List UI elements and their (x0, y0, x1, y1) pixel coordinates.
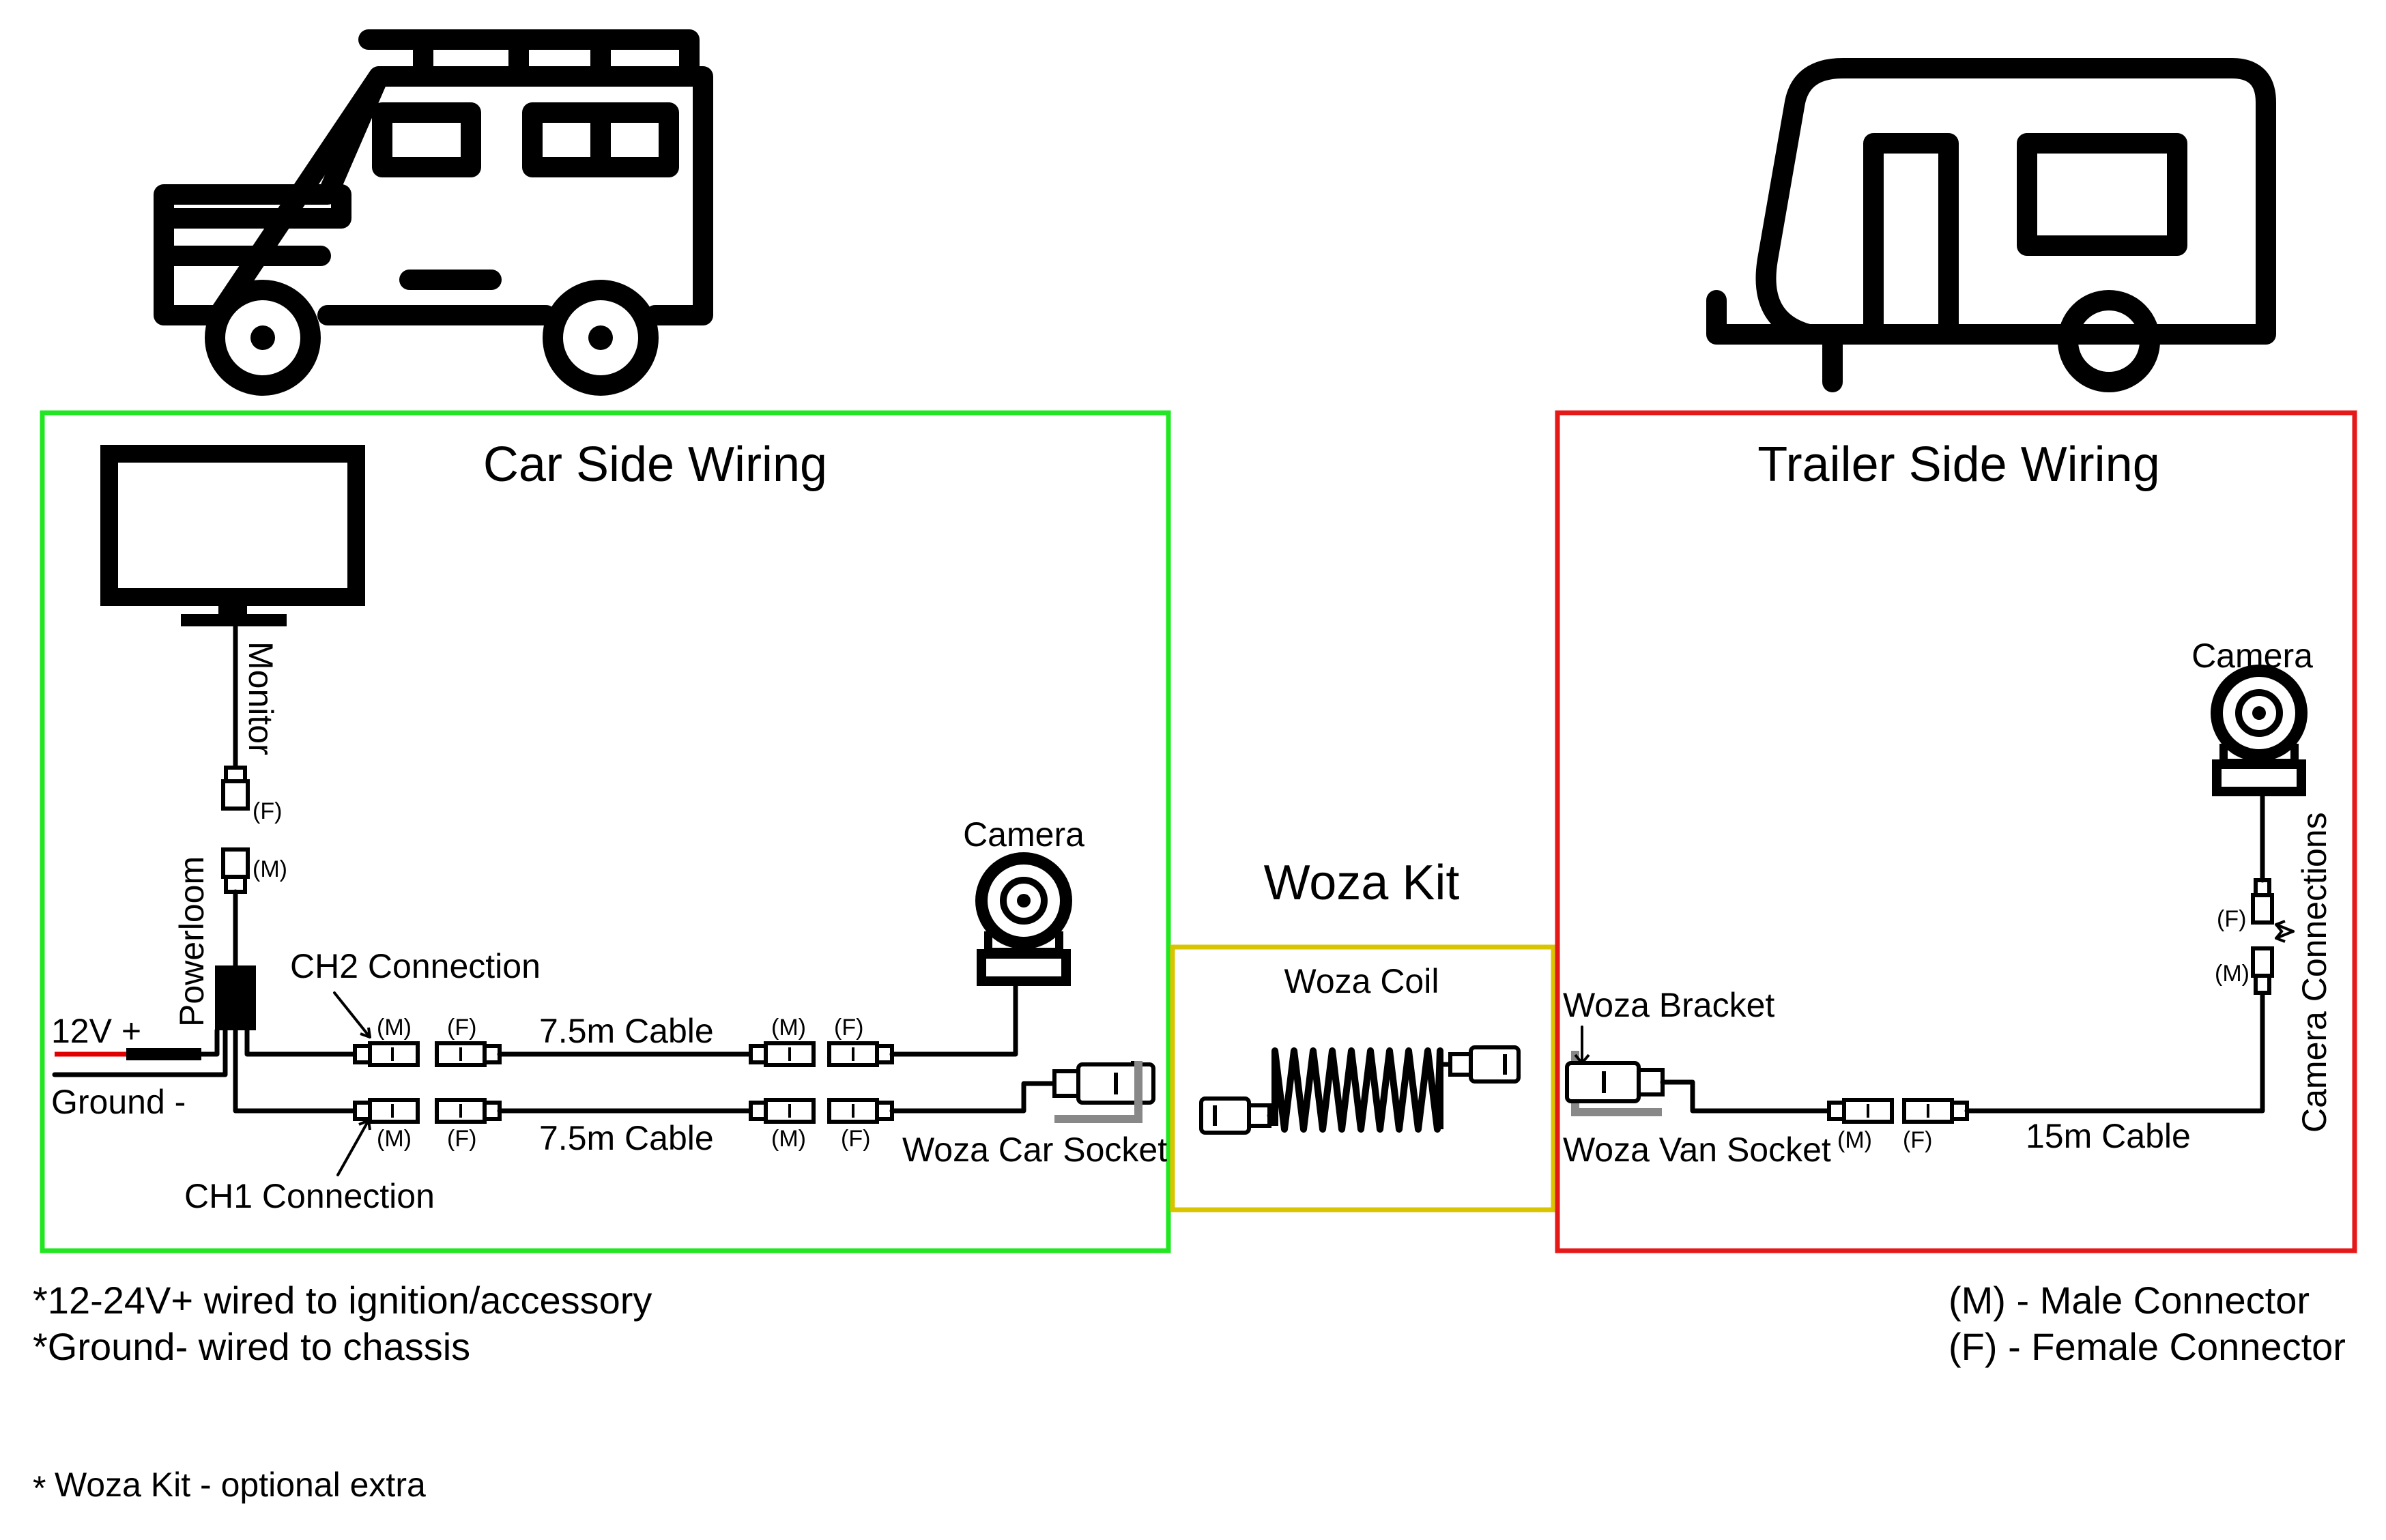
trailer-male-mark: (M) (1837, 1127, 1872, 1153)
car-camera-icon (975, 852, 1072, 986)
trailer-cable-label: 15m Cable (2026, 1117, 2191, 1155)
trailer-camera-label: Camera (2191, 637, 2313, 675)
ch1-female-mark: (F) (447, 1126, 476, 1152)
bottom-cable-label: 7.5m Cable (539, 1119, 714, 1157)
camera-connections-label: Camera Connections (2295, 812, 2333, 1133)
ch1-male-mark: (M) (377, 1126, 412, 1152)
top-cable-female-mark: (F) (834, 1015, 863, 1041)
ch2-connection-label: CH2 Connection (290, 947, 541, 985)
camera-female-mark: (F) (2217, 906, 2246, 932)
bottom-cable-female-mark: (F) (841, 1126, 870, 1152)
car-side-title: Car Side Wiring (483, 437, 827, 492)
monitor-female-connector (221, 766, 250, 811)
footer-star: * (33, 1469, 46, 1507)
ch1-female-connector (435, 1098, 502, 1124)
note-power: *12-24V+ wired to ignition/accessory (33, 1279, 652, 1322)
ch2-male-connector (353, 1041, 420, 1067)
monitor-label: Monitor (242, 641, 280, 755)
woza-kit-box (1170, 944, 1556, 1212)
note-male: (M) - Male Connector (1949, 1279, 2310, 1322)
top-cable-label: 7.5m Cable (539, 1012, 714, 1050)
woza-kit-title: Woza Kit (1264, 856, 1460, 910)
top-cable-male-connector (749, 1041, 816, 1067)
monitor-female-mark: (F) (253, 798, 282, 824)
monitor-male-mark: (M) (253, 856, 287, 882)
woza-van-socket-label: Woza Van Socket (1563, 1131, 1831, 1169)
powerloom-box (215, 965, 256, 1030)
trailer-side-title: Trailer Side Wiring (1757, 437, 2159, 492)
trailer-camera-icon (2211, 665, 2308, 796)
note-ground: *Ground- wired to chassis (33, 1325, 470, 1368)
monitor-icon (100, 445, 365, 626)
trailer-side-box (1555, 410, 2357, 1253)
top-cable-male-mark: (M) (771, 1015, 806, 1041)
camera-male-mark: (M) (2215, 961, 2250, 987)
car-camera-label: Camera (963, 815, 1084, 854)
camera-connection-male (2251, 946, 2274, 995)
car-side-box (40, 410, 1171, 1253)
powerloom-label: Powerloom (173, 856, 211, 1027)
woza-coil (1199, 1045, 1521, 1135)
trailer-female-connector (1902, 1098, 1969, 1124)
footer-note: Woza Kit - optional extra (55, 1466, 426, 1504)
ch1-male-connector (353, 1098, 420, 1124)
top-cable-female-connector (827, 1041, 894, 1067)
monitor-male-connector (221, 847, 250, 894)
woza-coil-label: Woza Coil (1284, 962, 1439, 1000)
note-female: (F) - Female Connector (1949, 1325, 2346, 1368)
ch2-female-connector (435, 1041, 502, 1067)
trailer-male-connector (1827, 1098, 1894, 1124)
trailer-female-mark: (F) (1903, 1127, 1932, 1153)
woza-van-socket (1565, 1051, 1665, 1116)
woza-car-socket (1052, 1061, 1155, 1123)
caravan-icon (1706, 58, 2276, 392)
bottom-cable-male-mark: (M) (771, 1126, 806, 1152)
woza-bracket-label: Woza Bracket (1563, 986, 1774, 1024)
ch1-connection-label: CH1 Connection (184, 1177, 435, 1215)
ch2-male-mark: (M) (377, 1015, 412, 1041)
bottom-cable-female-connector (827, 1098, 894, 1124)
ch2-female-mark: (F) (447, 1015, 476, 1041)
woza-car-socket-label: Woza Car Socket (902, 1131, 1167, 1169)
car-icon (154, 29, 713, 396)
camera-connection-female (2251, 878, 2274, 925)
bottom-cable-male-connector (749, 1098, 816, 1124)
ground-label: Ground - (51, 1083, 186, 1121)
power-label: 12V + (51, 1012, 141, 1050)
